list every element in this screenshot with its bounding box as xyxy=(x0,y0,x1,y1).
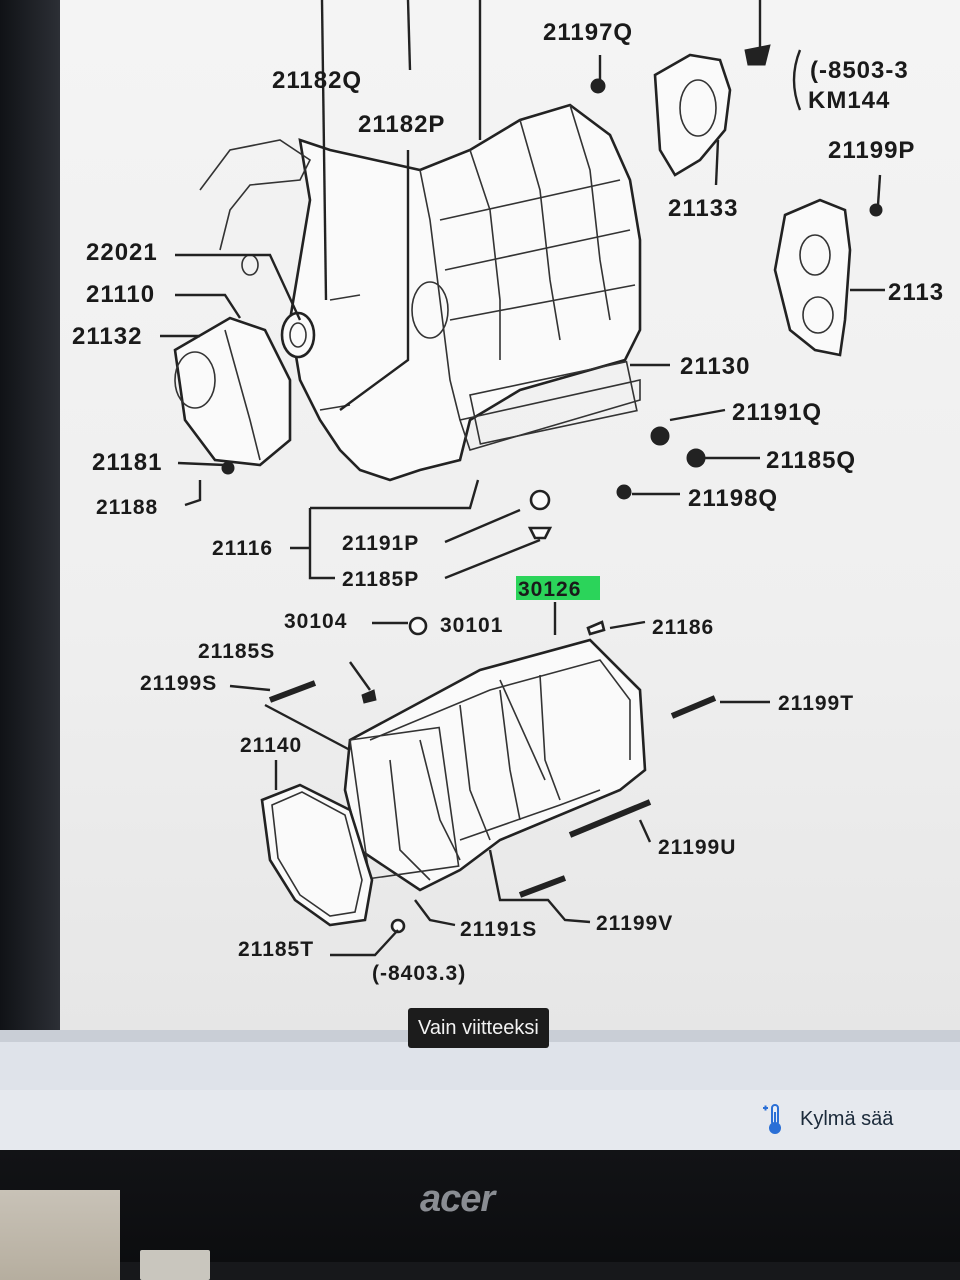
monitor-brand-logo: acer xyxy=(420,1178,495,1220)
label-21185Q: 21185Q xyxy=(766,447,856,474)
bracket-mark xyxy=(792,49,802,111)
reference-only-caption: Vain viitteeksi xyxy=(408,1008,549,1048)
label-21199S: 21199S xyxy=(140,672,217,695)
gasket-drawings-top xyxy=(653,53,852,357)
label-21181: 21181 xyxy=(92,449,162,476)
label-21191S: 21191S xyxy=(460,918,537,941)
desk-sticker xyxy=(140,1250,210,1280)
label-21185T: 21185T xyxy=(238,938,314,961)
label-21199V: 21199V xyxy=(596,912,673,935)
label-KM144: KM144 xyxy=(808,87,890,114)
highlight-30126 xyxy=(516,576,600,600)
label-21197Q: 21197Q xyxy=(543,19,633,46)
label-21186: 21186 xyxy=(652,616,714,639)
label-21199U: 21199U xyxy=(658,836,736,859)
oil-seal-drawing xyxy=(280,311,316,359)
label-21188: 21188 xyxy=(96,496,158,519)
transmission-case-drawing xyxy=(199,103,642,482)
label-21199T: 21199T xyxy=(778,692,854,715)
weather-widget[interactable]: Kylmä sää xyxy=(760,1102,893,1136)
label-21132: 21132 xyxy=(72,323,142,350)
label-8403: (-8403.3) xyxy=(372,962,466,985)
label-2113x: 2113 xyxy=(888,279,944,306)
label-21140: 21140 xyxy=(240,734,302,757)
label-21133: 21133 xyxy=(668,195,738,222)
part-number-labels: 21197Q 21182Q 21182P (-8503-3 KM144 2119… xyxy=(72,19,944,985)
label-21185S: 21185S xyxy=(198,640,275,663)
system-tray-bar xyxy=(0,1090,960,1150)
label-30104: 30104 xyxy=(284,610,347,633)
label-8503: (-8503-3 xyxy=(810,57,909,84)
label-21199P: 21199P xyxy=(828,137,915,164)
extension-housing-drawing xyxy=(343,638,647,892)
label-21110: 21110 xyxy=(86,281,155,308)
label-21198Q: 21198Q xyxy=(688,485,778,512)
label-21182P: 21182P xyxy=(358,111,445,138)
label-21191Q: 21191Q xyxy=(732,399,822,426)
monitor-stand xyxy=(120,1262,960,1280)
gasket-drawing-21140 xyxy=(260,783,374,927)
label-30126: 30126 xyxy=(518,578,581,601)
label-21185P: 21185P xyxy=(342,568,419,591)
label-21130: 21130 xyxy=(680,353,750,380)
thermometer-cold-icon xyxy=(760,1102,790,1136)
bolt-drawings-bottom xyxy=(268,616,717,934)
label-30101: 30101 xyxy=(440,614,503,637)
leader-lines xyxy=(160,0,885,957)
label-22021: 22021 xyxy=(86,239,158,266)
label-21116: 21116 xyxy=(212,537,273,560)
label-21182Q: 21182Q xyxy=(272,67,362,94)
oil-pump-drawing xyxy=(173,316,292,475)
label-21191P: 21191P xyxy=(342,532,419,555)
weather-text: Kylmä sää xyxy=(800,1107,894,1130)
desk-surface xyxy=(0,1190,120,1280)
parts-diagram: 21197Q 21182Q 21182P (-8503-3 KM144 2119… xyxy=(72,0,944,985)
fastener-drawings-top xyxy=(184,0,883,540)
